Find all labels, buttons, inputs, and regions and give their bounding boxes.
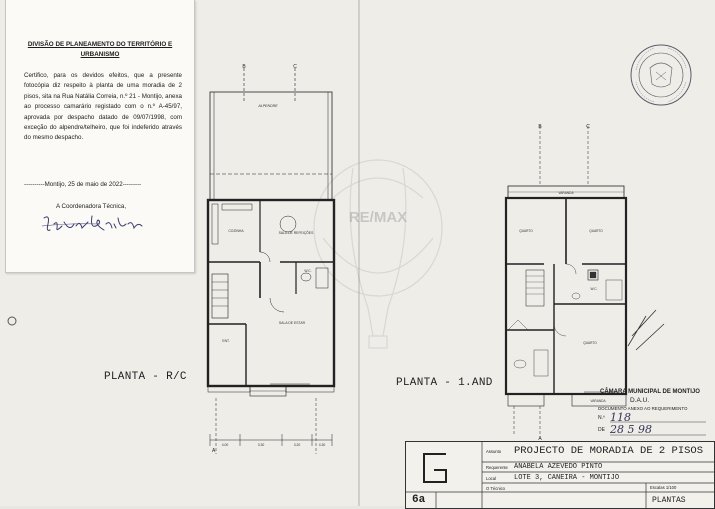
- room-label-varanda-top: VARANDA: [558, 191, 574, 195]
- title-block-location: LOTE 3, CANEIRA - MONTIJO: [514, 474, 620, 482]
- page-fold-line: [358, 0, 360, 506]
- title-block-sheet-title: PLANTAS: [652, 496, 686, 505]
- room-label-alpendre: ALPENDRE: [257, 104, 278, 108]
- floor-plan-first: B C A VARANDA QUARTO QUARTO W.C. QUARTO …: [504, 124, 628, 442]
- section-mark-a-right: A: [538, 436, 542, 442]
- title-block-grid: [406, 442, 714, 508]
- plan-label-first: PLANTA - 1.AND: [396, 377, 493, 389]
- title-block-requester: ANABELA AZEVEDO PINTO: [514, 463, 603, 471]
- certificate-date-line: ----------Montijo, 25 de maio de 2022---…: [24, 181, 142, 188]
- stamp-municipality: CÂMARA MUNICIPAL DE MONTIJO: [600, 389, 700, 395]
- stamp-department: D.A.U.: [630, 397, 650, 404]
- room-label-wc: W.C.: [304, 269, 311, 273]
- title-block-location-label: Local: [486, 476, 497, 481]
- section-mark-c-right: C: [586, 124, 590, 130]
- title-block-logo: [423, 453, 447, 483]
- title-block: Assunto PROJECTO DE MORADIA DE 2 PISOS R…: [405, 441, 715, 509]
- municipal-circular-seal: [630, 44, 692, 106]
- stamp-lines: [610, 421, 706, 436]
- section-mark-b: B: [242, 64, 246, 70]
- handwritten-annotation: [627, 309, 665, 351]
- stamp-number-value: 118: [610, 411, 631, 424]
- room-label-sala-refeicoes: SALA DE REFEIÇÕES: [279, 230, 314, 235]
- stamp-date-label: DE: [598, 427, 605, 433]
- handwritten-signature: [41, 215, 143, 231]
- room-label-sala-estar: SALA DE ESTAR: [279, 321, 306, 325]
- certificate-signer-role: A Coordenadora Técnica,: [56, 203, 127, 210]
- room-label-quarto-2: QUARTO: [589, 229, 603, 233]
- room-label-quarto-3: QUARTO: [583, 341, 597, 345]
- title-block-technician-label: O Técnico: [486, 486, 506, 491]
- room-label-quarto-1: QUARTO: [519, 229, 533, 233]
- floor-plan-ground: B C A ALPENDRE COZINHA SALA DE REFEIÇÕES…: [206, 64, 336, 454]
- stamp-line1: DOCUMENTO ANEXO AO REQUERIMENTO: [598, 406, 688, 411]
- title-block-requester-label: Requerente: [486, 465, 508, 470]
- title-block-scale: Escalas 1/100: [650, 485, 677, 490]
- title-block-project: PROJECTO DE MORADIA DE 2 PISOS: [514, 445, 704, 457]
- section-mark-b-right: B: [538, 124, 542, 130]
- certificate-body: Certifico, para os devidos efeitos, que …: [24, 72, 182, 142]
- title-block-subject-label: Assunto: [486, 449, 502, 454]
- room-label-cozinha: COZINHA: [228, 229, 244, 233]
- remax-watermark-balloon: RE/MAX: [313, 159, 443, 349]
- dimension-4: 4.30: [319, 443, 326, 447]
- section-mark-c: C: [293, 64, 297, 70]
- dimension-2: 3.30: [258, 443, 265, 447]
- watermark-brand: RE/MAX: [349, 209, 407, 226]
- punch-hole-mark: [7, 316, 17, 326]
- room-label-wc-first: W.C.: [591, 287, 598, 291]
- room-label-varanda-bottom: VARANDA: [590, 399, 606, 403]
- dimension-3: 3.20: [294, 443, 301, 447]
- room-label-entrada: ENT.: [222, 339, 229, 343]
- certificate-note: DIVISÃO DE PLANEAMENTO DO TERRITÓRIO E U…: [5, 0, 195, 273]
- certificate-title: DIVISÃO DE PLANEAMENTO DO TERRITÓRIO E U…: [27, 41, 173, 58]
- title-block-sheet-number: 6a: [412, 494, 426, 506]
- stamp-date-value: 28 5 98: [610, 423, 652, 436]
- approval-stamp: CÂMARA MUNICIPAL DE MONTIJO D.A.U. DOCUM…: [596, 389, 711, 443]
- plan-label-ground: PLANTA - R/C: [104, 371, 187, 383]
- stamp-number-label: N.º: [598, 415, 605, 421]
- dimension-1: 4.00: [222, 443, 229, 447]
- section-mark-a: A: [212, 448, 216, 454]
